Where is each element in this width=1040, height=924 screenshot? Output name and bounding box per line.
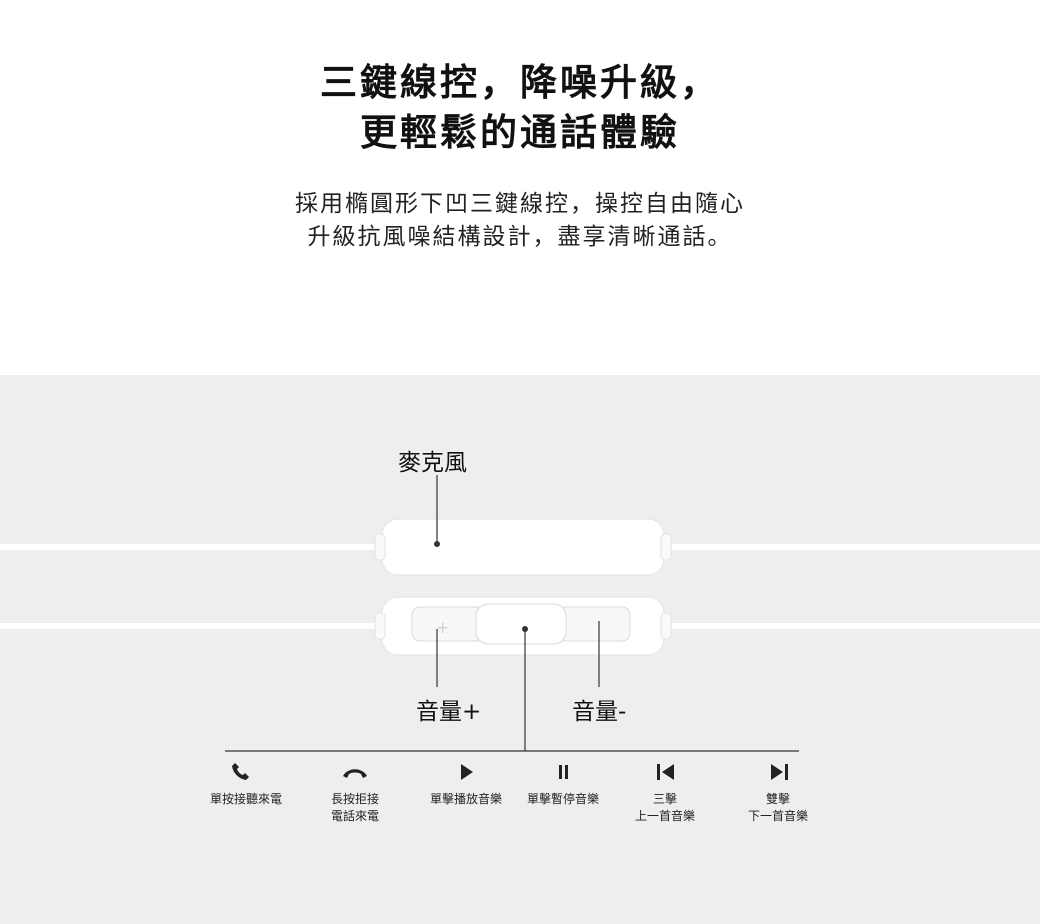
cable-right-top [662, 544, 1040, 550]
action-pause-music: 單擊暫停音樂 [526, 792, 599, 806]
description-line-2: 升級抗風噪結構設計，盡享清晰通話。 [307, 224, 733, 250]
phone-hangup-icon [343, 769, 367, 778]
remote-diagram-panel: + 麥克風 音量+ 音量- 單按接聽來電 長按拒接 電話來電 單擊播放音樂 [0, 375, 1040, 924]
volume-up-label: 音量+ [416, 699, 482, 725]
description: 採用橢圓形下凹三鍵線控，操控自由隨心 升級抗風噪結構設計，盡享清晰通話。 [0, 188, 1040, 254]
remote-bottom-cap-right [660, 612, 672, 640]
action-answer-call: 單按接聽來電 [209, 792, 282, 806]
microphone-label: 麥克風 [398, 450, 467, 476]
cable-right-bottom [662, 623, 1040, 629]
action-next-track: 雙擊 下一首音樂 [747, 792, 808, 823]
plus-embossed: + [436, 618, 449, 637]
remote-top-cap-right [660, 533, 672, 561]
remote-top-body [381, 518, 665, 576]
volume-down-label: 音量- [572, 699, 627, 725]
title-line-1: 三鍵線控，降噪升級， [320, 61, 720, 104]
microphone-hole [434, 541, 440, 547]
play-icon [461, 764, 473, 780]
cable-left-bottom [0, 623, 385, 629]
action-previous-track: 三擊 上一首音樂 [634, 792, 695, 823]
action-reject-call: 長按拒接 電話來電 [330, 792, 379, 823]
cable-left-top [0, 544, 385, 550]
pause-icon [559, 765, 568, 779]
action-play-music: 單擊播放音樂 [429, 792, 502, 806]
next-track-icon [771, 764, 788, 780]
center-button [475, 603, 567, 645]
title-line-2: 更輕鬆的通話體驗 [360, 111, 680, 154]
page-title: 三鍵線控，降噪升級， 更輕鬆的通話體驗 [0, 58, 1040, 158]
description-line-1: 採用橢圓形下凹三鍵線控，操控自由隨心 [295, 191, 745, 217]
phone-answer-icon [232, 763, 249, 780]
previous-track-icon [657, 764, 674, 780]
remote-top-cap-left [374, 533, 386, 561]
remote-bottom-cap-left [374, 612, 386, 640]
remote-illustration: + [0, 475, 1040, 752]
